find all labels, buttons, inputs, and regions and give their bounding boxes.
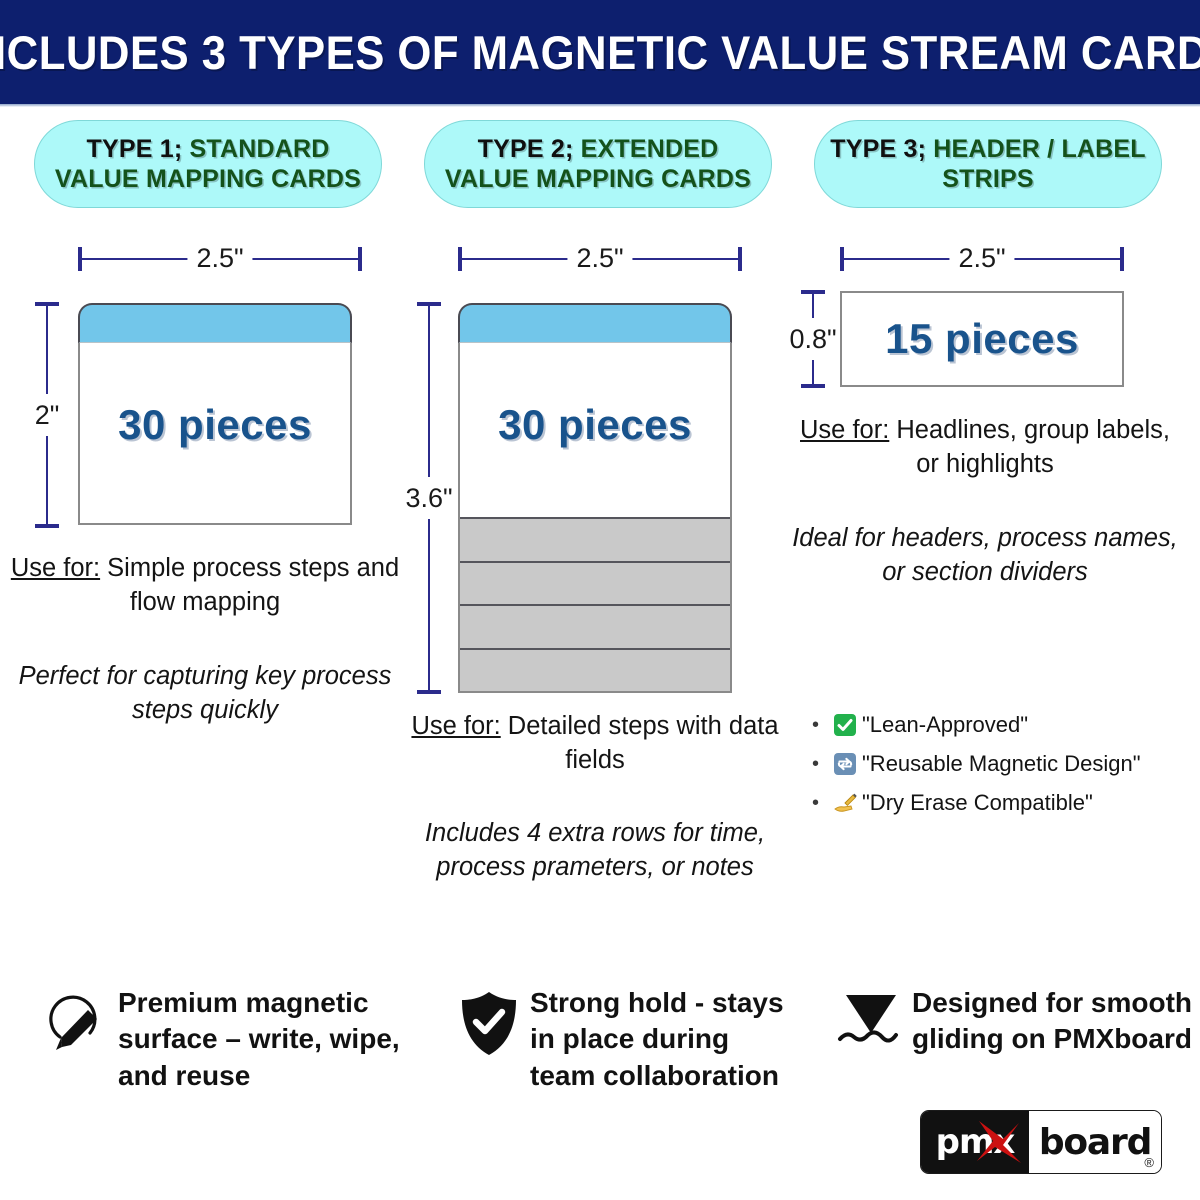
type-3-card-graphic: 15 pieces: [840, 291, 1124, 387]
extra-row: [460, 647, 730, 691]
type-3-pill[interactable]: TYPE 3; HEADER / LABEL STRIPS: [814, 120, 1162, 208]
type-2-pill[interactable]: TYPE 2; EXTENDED VALUE MAPPING CARDS: [424, 120, 772, 208]
dim-cap-right: [1120, 247, 1124, 271]
dim-cap-top: [417, 302, 441, 306]
card-body: 30 pieces: [78, 343, 352, 525]
type-3-number: TYPE 3;: [830, 134, 927, 163]
type-2-extra-rows: [460, 517, 730, 691]
card-header-strip: [78, 303, 352, 343]
type-1-use-for: Use for: Simple process steps and flow m…: [10, 552, 400, 619]
dim-cap-left: [458, 247, 462, 271]
type-2-name: EXTENDED VALUE MAPPING CARDS: [444, 134, 752, 194]
feature-bullet-list: • "Lean-Approved" •: [812, 712, 1182, 829]
type-3-height-label: 0.8": [789, 318, 837, 360]
pmxboard-logo: pmx board ®: [920, 1110, 1162, 1174]
type-1-height-label: 2": [34, 394, 60, 436]
list-item-label: "Lean-Approved": [862, 712, 1029, 737]
white-check-mark-emoji: [828, 713, 862, 737]
card-header-strip: [458, 303, 732, 343]
logo-x-accent-icon: [977, 1121, 1021, 1163]
extra-row: [460, 517, 730, 561]
type-2-width-label: 2.5": [567, 240, 633, 276]
feature-label: Strong hold - stays in place during team…: [530, 987, 784, 1091]
feature-premium-surface: Premium magnetic surface – write, wipe, …: [36, 985, 436, 1094]
logo-board-text: board: [1038, 1121, 1153, 1163]
type-2-width-dimension: 2.5": [458, 240, 742, 276]
dim-cap-bottom: [801, 384, 825, 388]
logo-right-block: board ®: [1029, 1111, 1161, 1173]
feature-label: Premium magnetic surface – write, wipe, …: [118, 987, 400, 1091]
use-for-label: Use for:: [800, 416, 890, 444]
marker-pen-icon: [36, 985, 118, 1059]
type-1-pieces-count: 30 pieces: [118, 401, 312, 448]
product-type-columns: TYPE 1; STANDARD VALUE MAPPING CARDS 2.5…: [0, 112, 1200, 972]
use-for-label: Use for:: [411, 712, 501, 740]
type-1-name: STANDARD VALUE MAPPING CARDS: [54, 134, 362, 194]
dim-cap-top: [801, 290, 825, 294]
feature-label: Designed for smooth gliding on PMXboard: [912, 987, 1193, 1055]
type-1-note: Perfect for capturing key process steps …: [18, 662, 392, 724]
dim-cap-left: [78, 247, 82, 271]
header-divider: [0, 104, 1200, 107]
list-item: • "Dry Erase Compatible": [812, 790, 1182, 816]
dim-cap-left: [840, 247, 844, 271]
page-title: INCLUDES 3 TYPES OF MAGNETIC VALUE STREA…: [0, 25, 1200, 79]
use-for-text: Simple process steps and flow mapping: [100, 554, 400, 616]
type-2-number: TYPE 2;: [477, 134, 574, 163]
logo-left-block: pmx: [921, 1111, 1029, 1173]
feature-strong-hold: Strong hold - stays in place during team…: [448, 985, 798, 1094]
extra-row: [460, 560, 730, 604]
type-2-pieces-count: 30 pieces: [498, 401, 692, 448]
type-1-pill-label: TYPE 1; STANDARD VALUE MAPPING CARDS: [49, 134, 367, 195]
type-2-note: Includes 4 extra rows for time, process …: [424, 819, 766, 881]
type-3-pieces-count: 15 pieces: [885, 315, 1079, 362]
type-1-number: TYPE 1;: [86, 134, 183, 163]
dim-cap-right: [738, 247, 742, 271]
shield-check-icon: [448, 985, 530, 1059]
type-3-name: HEADER / LABEL STRIPS: [926, 134, 1146, 194]
bullet-dot-icon: •: [812, 714, 820, 736]
type-3-pill-label: TYPE 3; HEADER / LABEL STRIPS: [829, 134, 1147, 195]
bullet-dot-icon: •: [812, 753, 820, 775]
registered-trademark-icon: ®: [1144, 1155, 1154, 1170]
feature-smooth-gliding: Designed for smooth gliding on PMXboard: [830, 985, 1200, 1058]
type-2-height-label: 3.6": [405, 477, 453, 519]
type-3-use-for: Use for: Headlines, group labels, or hig…: [790, 414, 1180, 481]
use-for-text: Detailed steps with data fields: [500, 712, 779, 774]
type-3-width-dimension: 2.5": [840, 240, 1124, 276]
list-item-label: "Reusable Magnetic Design": [862, 751, 1141, 776]
type-1-width-dimension: 2.5": [78, 240, 362, 276]
type-2-height-dimension: 3.6": [405, 302, 453, 694]
header-banner: INCLUDES 3 TYPES OF MAGNETIC VALUE STREA…: [0, 0, 1200, 104]
bullet-dot-icon: •: [812, 792, 820, 814]
column-type-3: TYPE 3; HEADER / LABEL STRIPS 2.5" 0.8" …: [789, 112, 1182, 972]
dim-cap-bottom: [417, 690, 441, 694]
type-1-width-label: 2.5": [187, 240, 253, 276]
extra-row: [460, 604, 730, 648]
dim-cap-right: [358, 247, 362, 271]
column-type-2: TYPE 2; EXTENDED VALUE MAPPING CARDS 2.5…: [400, 112, 790, 972]
list-item: • "Reusable Magnetic Design": [812, 751, 1182, 777]
dim-cap-top: [35, 302, 59, 306]
list-item-label: "Dry Erase Compatible": [862, 790, 1093, 815]
list-item: • "Lean-Approved": [812, 712, 1182, 738]
type-2-use-for: Use for: Detailed steps with data fields: [400, 710, 790, 777]
use-for-label: Use for:: [10, 554, 101, 582]
column-type-1: TYPE 1; STANDARD VALUE MAPPING CARDS 2.5…: [10, 112, 400, 972]
type-3-height-dimension: 0.8": [789, 290, 837, 388]
type-3-note: Ideal for headers, process names, or sec…: [792, 524, 1178, 586]
glide-triangle-wave-icon: [830, 985, 912, 1051]
dim-cap-bottom: [35, 524, 59, 528]
type-1-pill[interactable]: TYPE 1; STANDARD VALUE MAPPING CARDS: [34, 120, 382, 208]
bottom-feature-row: Premium magnetic surface – write, wipe, …: [0, 985, 1200, 1125]
card-body: 30 pieces: [458, 343, 732, 693]
writing-hand-emoji: [828, 791, 862, 815]
type-1-height-dimension: 2": [32, 302, 62, 528]
type-3-width-label: 2.5": [949, 240, 1015, 276]
type-2-pill-label: TYPE 2; EXTENDED VALUE MAPPING CARDS: [439, 134, 757, 195]
use-for-text: Headlines, group labels, or highlights: [889, 416, 1170, 478]
repeat-button-emoji: [828, 752, 862, 776]
